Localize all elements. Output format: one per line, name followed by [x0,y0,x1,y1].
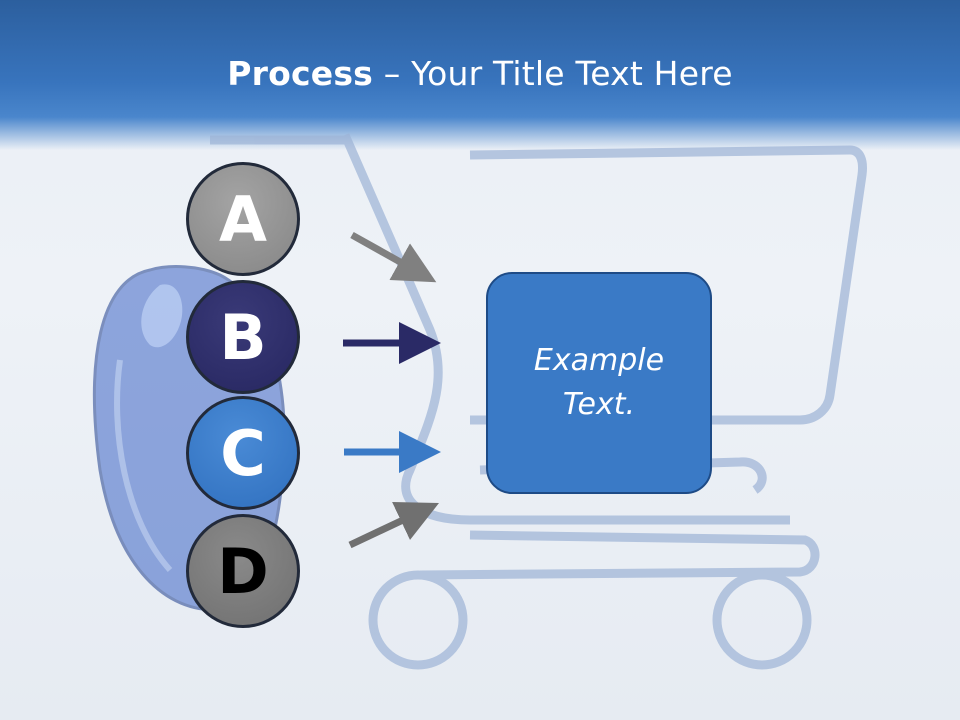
step-a-letter: A [219,182,267,256]
arrow-d-icon [348,501,439,549]
slide-title: Process – Your Title Text Here [0,54,960,94]
shopping-cart-icon [210,133,867,670]
step-b-letter: B [219,300,267,374]
arrow-a-icon [350,231,437,283]
step-c-letter: C [220,416,266,490]
example-text: Example Text. [533,343,665,422]
step-a-circle: A [186,162,300,276]
example-text-box: Example Text. [486,272,712,494]
step-b-circle: B [186,280,300,394]
title-bold: Process [227,54,374,93]
title-bar [0,0,960,150]
step-d-letter: D [217,534,269,608]
step-d-circle: D [186,514,300,628]
title-rest: – Your Title Text Here [373,54,733,93]
step-c-circle: C [186,396,300,510]
